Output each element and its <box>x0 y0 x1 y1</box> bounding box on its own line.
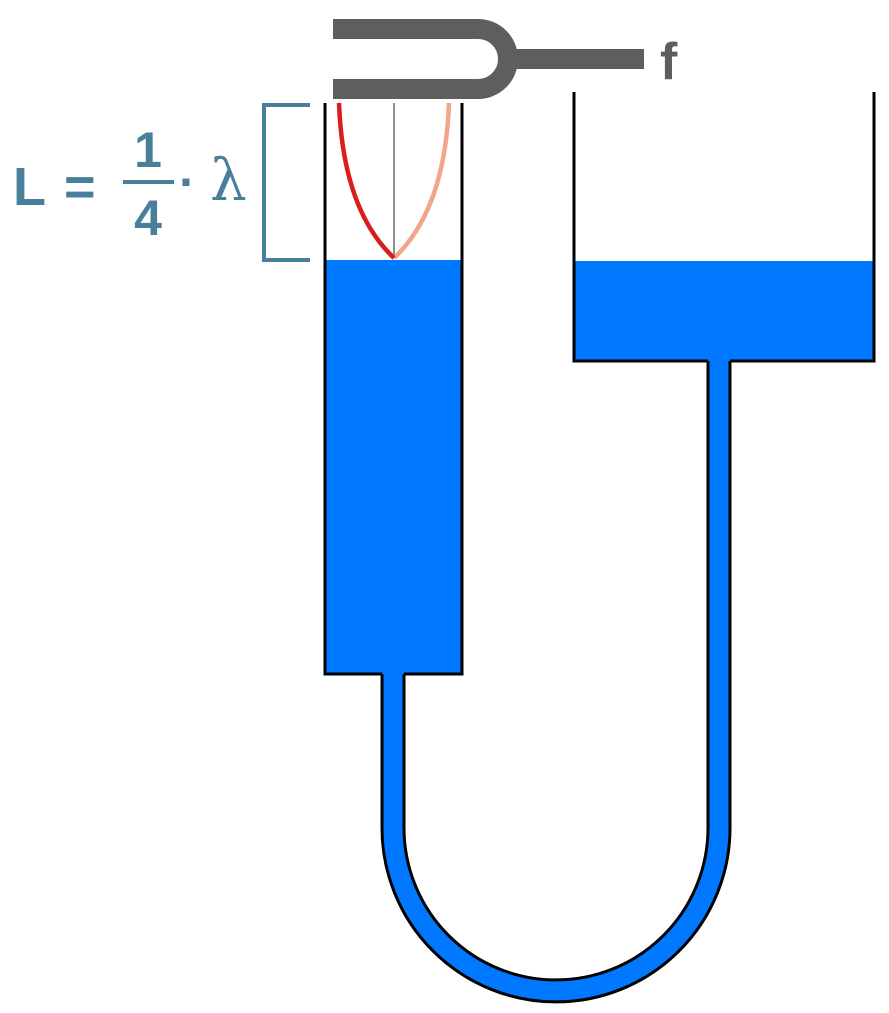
reservoir-water <box>574 261 874 361</box>
fraction-denominator: 4 <box>134 190 162 246</box>
frequency-label: f <box>660 33 678 91</box>
wavelength-symbol: λ <box>210 146 247 214</box>
left-tube-water <box>325 260 462 674</box>
equals-sign: = <box>64 157 96 217</box>
length-bracket <box>262 103 310 262</box>
fraction-numerator: 1 <box>134 122 162 178</box>
length-symbol: L <box>13 157 46 217</box>
hose-outer-edge <box>380 361 732 1004</box>
left-tube-outline <box>323 103 464 676</box>
wave-curve-secondary <box>392 102 452 260</box>
wave-curve-primary <box>336 102 396 260</box>
multiply-dot: · <box>179 154 196 210</box>
tuning-fork-icon <box>333 19 644 99</box>
reservoir-outline <box>572 92 876 363</box>
connecting-hose-water <box>383 358 729 1001</box>
hose-inner-edge <box>402 361 710 982</box>
